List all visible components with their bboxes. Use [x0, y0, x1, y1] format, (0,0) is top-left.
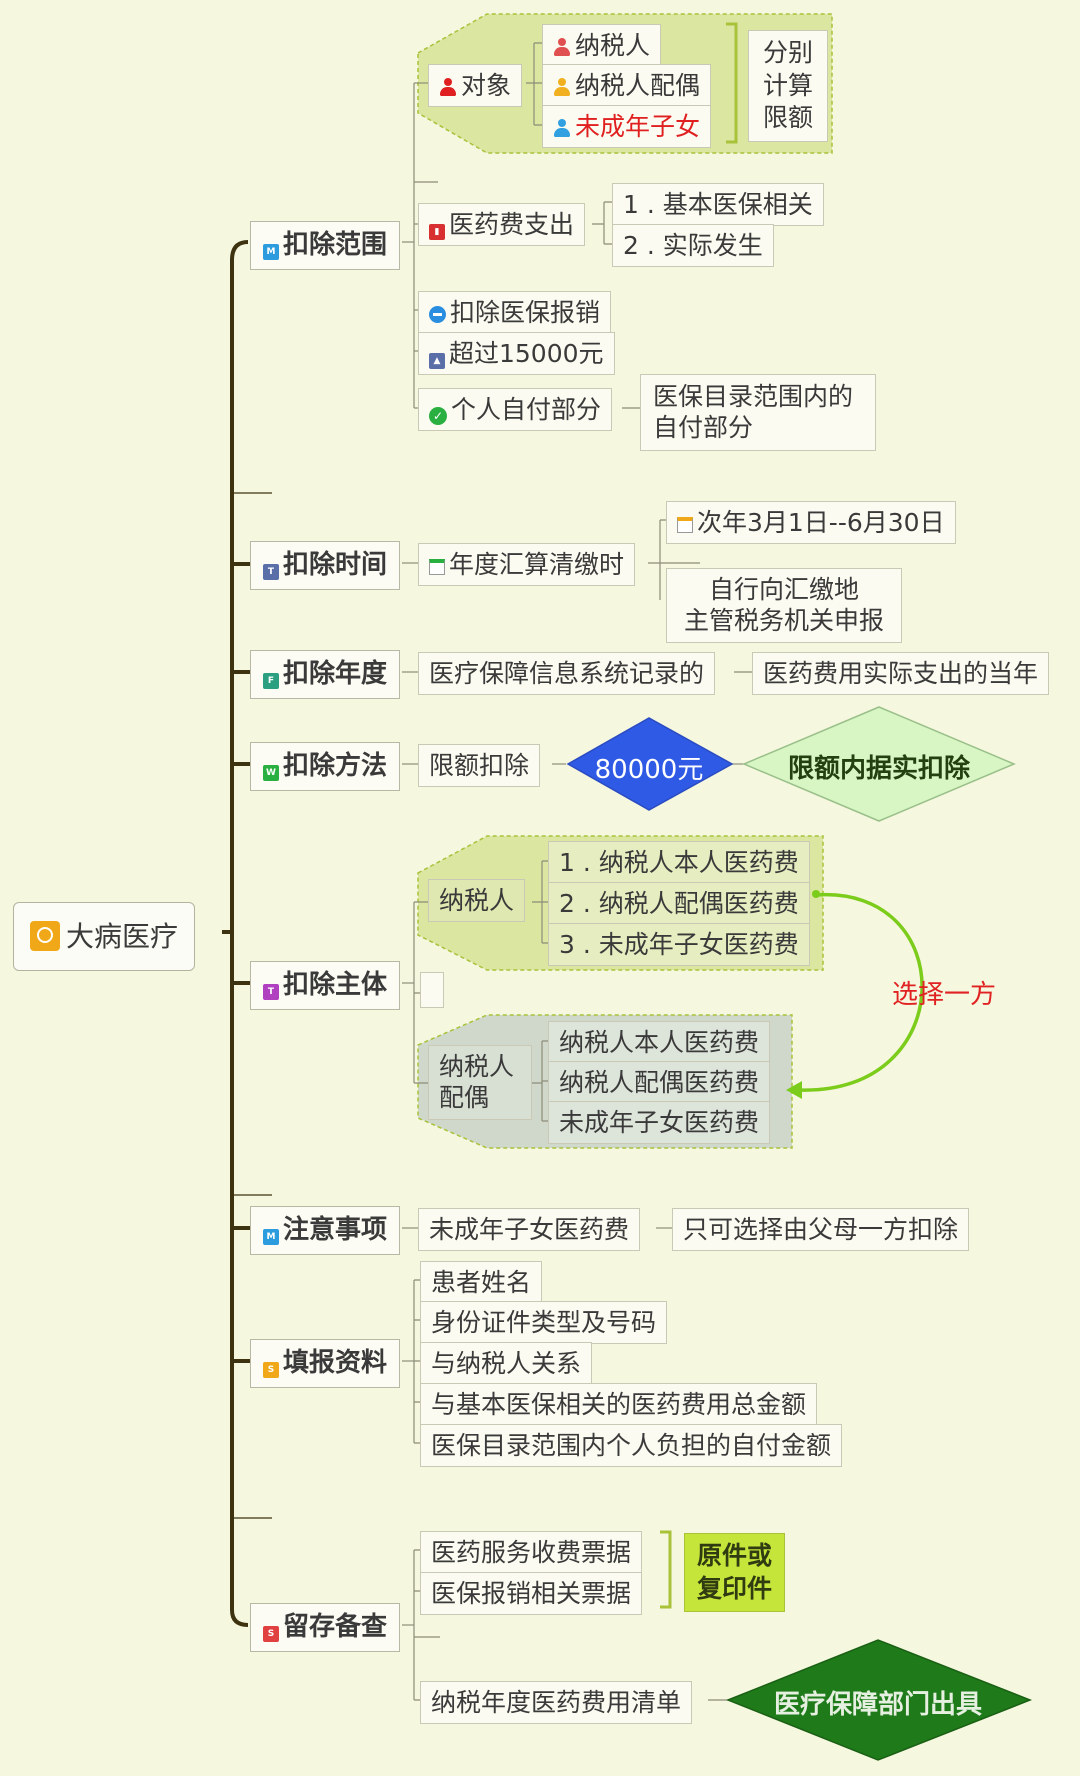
filing-item-4[interactable]: 与基本医保相关的医药费用总金额	[420, 1383, 818, 1427]
filing-item-1[interactable]: 患者姓名	[420, 1261, 543, 1305]
issuer-diamond	[725, 1639, 1033, 1761]
calendar-icon	[677, 517, 693, 533]
retain-item-2[interactable]: 医保报销相关票据	[420, 1572, 643, 1616]
retain-list-item[interactable]: 纳税年度医药费用清单	[420, 1681, 693, 1725]
self-pay-detail[interactable]: 医保目录范围内的 自付部分	[640, 374, 876, 451]
filing-item-3[interactable]: 与纳税人关系	[420, 1342, 593, 1386]
subject-taxpayer-item-2[interactable]: 2 . 纳税人配偶医药费	[548, 882, 810, 926]
medical-expense-item-2[interactable]: 2 . 实际发生	[612, 224, 774, 268]
person-icon	[553, 38, 571, 56]
subject-taxpayer-node[interactable]: 纳税人	[428, 879, 526, 923]
object-bracket	[726, 22, 738, 144]
root-node[interactable]: 大病医疗	[13, 902, 196, 971]
s-badge-icon: S	[263, 1626, 279, 1642]
subject-taxpayer-item-3[interactable]: 3 . 未成年子女医药费	[548, 923, 810, 967]
check-circle-icon: ✓	[429, 407, 447, 425]
calendar-icon	[429, 559, 445, 575]
method-child-node[interactable]: 限额扣除	[418, 744, 541, 788]
filing-item-5[interactable]: 医保目录范围内个人负担的自付金额	[420, 1424, 843, 1468]
notice-result-node[interactable]: 只可选择由父母一方扣除	[672, 1208, 970, 1252]
t-badge-icon: T	[263, 564, 279, 580]
amount-diamond	[566, 717, 734, 811]
trunk-ticks	[232, 492, 272, 1519]
subject-empty-node[interactable]	[420, 972, 444, 1008]
notice-child-node[interactable]: 未成年子女医药费	[418, 1208, 641, 1252]
time-child-node[interactable]: 年度汇算清缴时	[418, 543, 636, 587]
person-icon	[439, 78, 457, 96]
person-icon	[553, 78, 571, 96]
trunk-lines	[222, 240, 250, 1627]
issuer-label: 医疗保障部门出具	[773, 1690, 982, 1720]
choice-arrow-head	[786, 1081, 802, 1099]
over-amount-node[interactable]: ▲超过15000元	[418, 332, 615, 376]
object-calc-note: 分别 计算 限额	[748, 30, 828, 142]
retain-bracket	[660, 1530, 672, 1609]
t-badge-icon: T	[263, 984, 279, 1000]
time-item-date[interactable]: 次年3月1日--6月30日	[666, 501, 956, 545]
f-badge-icon: F	[263, 673, 279, 689]
result-diamond	[742, 706, 1016, 822]
choice-note: 选择一方	[892, 980, 997, 1010]
minus-circle-icon	[429, 306, 446, 323]
branch-lines	[402, 42, 752, 1701]
object-item-spouse[interactable]: 纳税人配偶	[542, 64, 712, 108]
retain-copy-note[interactable]: 原件或 复印件	[684, 1533, 786, 1612]
subject-spouse-item-2[interactable]: 纳税人配偶医药费	[548, 1061, 771, 1105]
checklist-icon	[30, 921, 60, 951]
retain-item-1[interactable]: 医药服务收费票据	[420, 1531, 643, 1575]
choice-arrow	[799, 893, 924, 1092]
subject-spouse-item-1[interactable]: 纳税人本人医药费	[548, 1021, 771, 1065]
time-detail[interactable]: 自行向汇缴地 主管税务机关申报	[666, 568, 902, 643]
amount-label: 80000元	[594, 755, 704, 785]
object-item-taxpayer[interactable]: 纳税人	[542, 24, 662, 68]
year-result-node[interactable]: 医药费用实际支出的当年	[752, 652, 1050, 696]
choice-arrow-start	[812, 890, 820, 898]
medical-expense-item-1[interactable]: 1 . 基本医保相关	[612, 183, 824, 227]
method-result-label: 限额内据实扣除	[787, 754, 970, 784]
object-node[interactable]: 对象	[428, 64, 523, 108]
subject-taxpayer-item-1[interactable]: 1 . 纳税人本人医药费	[548, 841, 810, 885]
m-badge-icon: M	[263, 244, 279, 260]
w-badge-icon: W	[263, 765, 279, 781]
deduct-reimburse-node[interactable]: 扣除医保报销	[418, 291, 612, 335]
thermometer-icon: ▮	[429, 224, 445, 240]
person-icon	[553, 119, 571, 137]
filing-item-2[interactable]: 身份证件类型及号码	[420, 1301, 668, 1345]
year-child-node[interactable]: 医疗保障信息系统记录的	[418, 652, 716, 696]
medical-expense-node[interactable]: ▮医药费支出	[418, 203, 586, 247]
m-badge-icon: M	[263, 1229, 279, 1245]
object-item-children[interactable]: 未成年子女	[542, 105, 712, 149]
self-pay-node[interactable]: ✓个人自付部分	[418, 388, 613, 432]
subject-spouse-item-3[interactable]: 未成年子女医药费	[548, 1101, 771, 1145]
subject-spouse-node[interactable]: 纳税人 配偶	[428, 1045, 532, 1120]
chart-icon: ▲	[429, 353, 445, 369]
s-badge-icon: S	[263, 1362, 279, 1378]
